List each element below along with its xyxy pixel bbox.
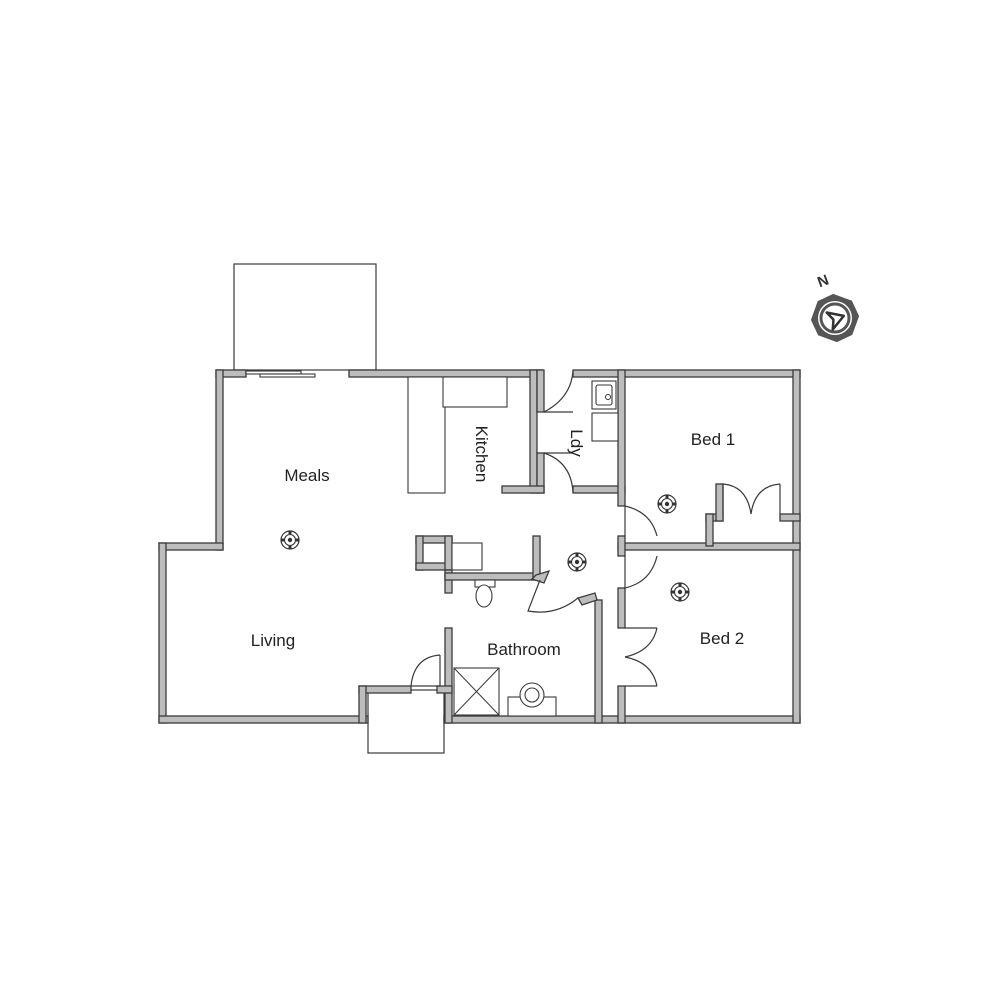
room-label-kitchen: Kitchen	[472, 426, 491, 483]
vanity	[507, 682, 557, 717]
interior-walls	[415, 369, 801, 724]
smoke-detector-icon	[567, 552, 587, 572]
toilet	[474, 579, 496, 608]
room-label-bathroom: Bathroom	[487, 640, 561, 659]
shower	[453, 667, 500, 716]
smoke-detector-icon	[670, 582, 690, 602]
laundry-tub	[591, 380, 617, 410]
entry-porch-outline	[367, 689, 445, 754]
fixtures	[407, 376, 619, 717]
sliding-door	[245, 370, 316, 378]
washer-space	[591, 412, 619, 442]
door-swings	[410, 370, 781, 687]
smoke-detector-icon	[280, 530, 300, 550]
room-label-meals: Meals	[284, 466, 329, 485]
kitchen-bench	[407, 376, 446, 494]
room-label-living: Living	[251, 631, 295, 650]
kitchen-bench-top	[442, 376, 508, 408]
north-label: N	[815, 272, 831, 292]
room-label-bed2: Bed 2	[700, 629, 744, 648]
smoke-detector-icon	[657, 494, 677, 514]
patio-outline	[233, 263, 377, 371]
room-label-laundry: Ldy	[567, 429, 586, 457]
compass-icon	[810, 293, 860, 343]
room-label-bed1: Bed 1	[691, 430, 735, 449]
fridge-space	[451, 542, 483, 571]
